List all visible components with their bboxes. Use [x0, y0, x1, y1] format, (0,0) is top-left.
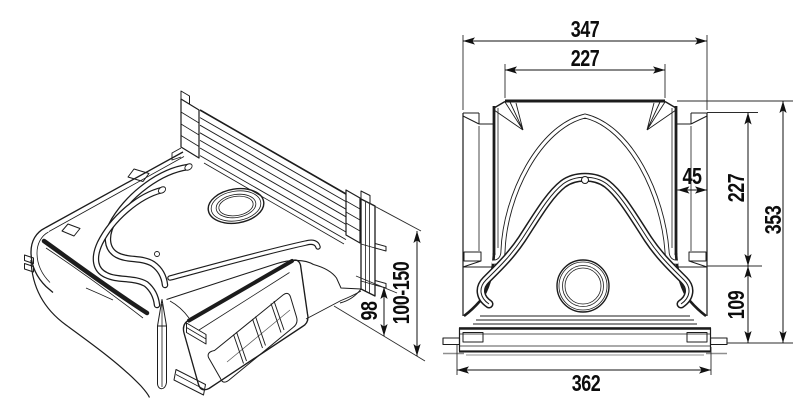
- clip-tab: [686, 332, 708, 343]
- corner-gusset: [493, 101, 524, 131]
- corner-gusset: [646, 101, 677, 131]
- front-omega-bead: [476, 172, 694, 309]
- clip-notch: [127, 168, 150, 182]
- front-body: [463, 99, 707, 318]
- iso-flat-duct-socket: [166, 259, 362, 396]
- dim-label-top-outer-width: 347: [571, 17, 600, 43]
- clip-tab: [24, 263, 34, 273]
- dim-label-overall-height: 353: [761, 206, 787, 235]
- clip-notch: [61, 223, 81, 237]
- dim-label-top-opening-width: 227: [571, 46, 600, 72]
- front-side-wings: [462, 112, 708, 316]
- mounting-pin: [709, 337, 728, 346]
- front-view-dimensions: 347 227 45 227 109 353 362: [456, 17, 793, 397]
- extension-line: [364, 200, 422, 232]
- mounting-pin: [442, 337, 461, 346]
- extension-line: [355, 275, 398, 294]
- extension-line: [462, 35, 708, 110]
- front-bottom-band: [442, 315, 728, 356]
- drain-dot: [154, 251, 160, 257]
- clip-tab: [688, 251, 707, 262]
- front-round-port: [556, 259, 610, 313]
- front-tall-arch-bead: [491, 113, 679, 265]
- clip-tab: [463, 251, 482, 262]
- dim-label-connector-height: 98: [357, 301, 383, 320]
- isometric-view: [24, 90, 387, 398]
- front-view: [442, 99, 728, 356]
- clip-tab: [462, 332, 484, 343]
- iso-ribbed-connector: [171, 90, 361, 245]
- dim-label-side-channel-width: 45: [682, 164, 701, 190]
- clip-tab: [24, 254, 34, 264]
- dim-label-lower-right-height: 109: [724, 291, 750, 320]
- dim-label-adjustable-range: 100-150: [389, 262, 415, 325]
- mounting-pin: [374, 243, 387, 252]
- apex-dot: [581, 176, 589, 184]
- extension-line: [333, 305, 426, 362]
- iso-bead-contours: [92, 163, 321, 309]
- iso-center-joint: [157, 299, 167, 390]
- iso-round-port-boss: [207, 187, 265, 225]
- dim-label-upper-right-height: 227: [724, 174, 750, 203]
- isometric-view-dimensions: 98 100-150: [333, 200, 426, 362]
- socket-foot-flange: [173, 369, 206, 396]
- dim-label-bottom-width: 362: [572, 371, 601, 397]
- iso-end-plate: [339, 190, 387, 304]
- iso-body-top-face: [24, 151, 185, 398]
